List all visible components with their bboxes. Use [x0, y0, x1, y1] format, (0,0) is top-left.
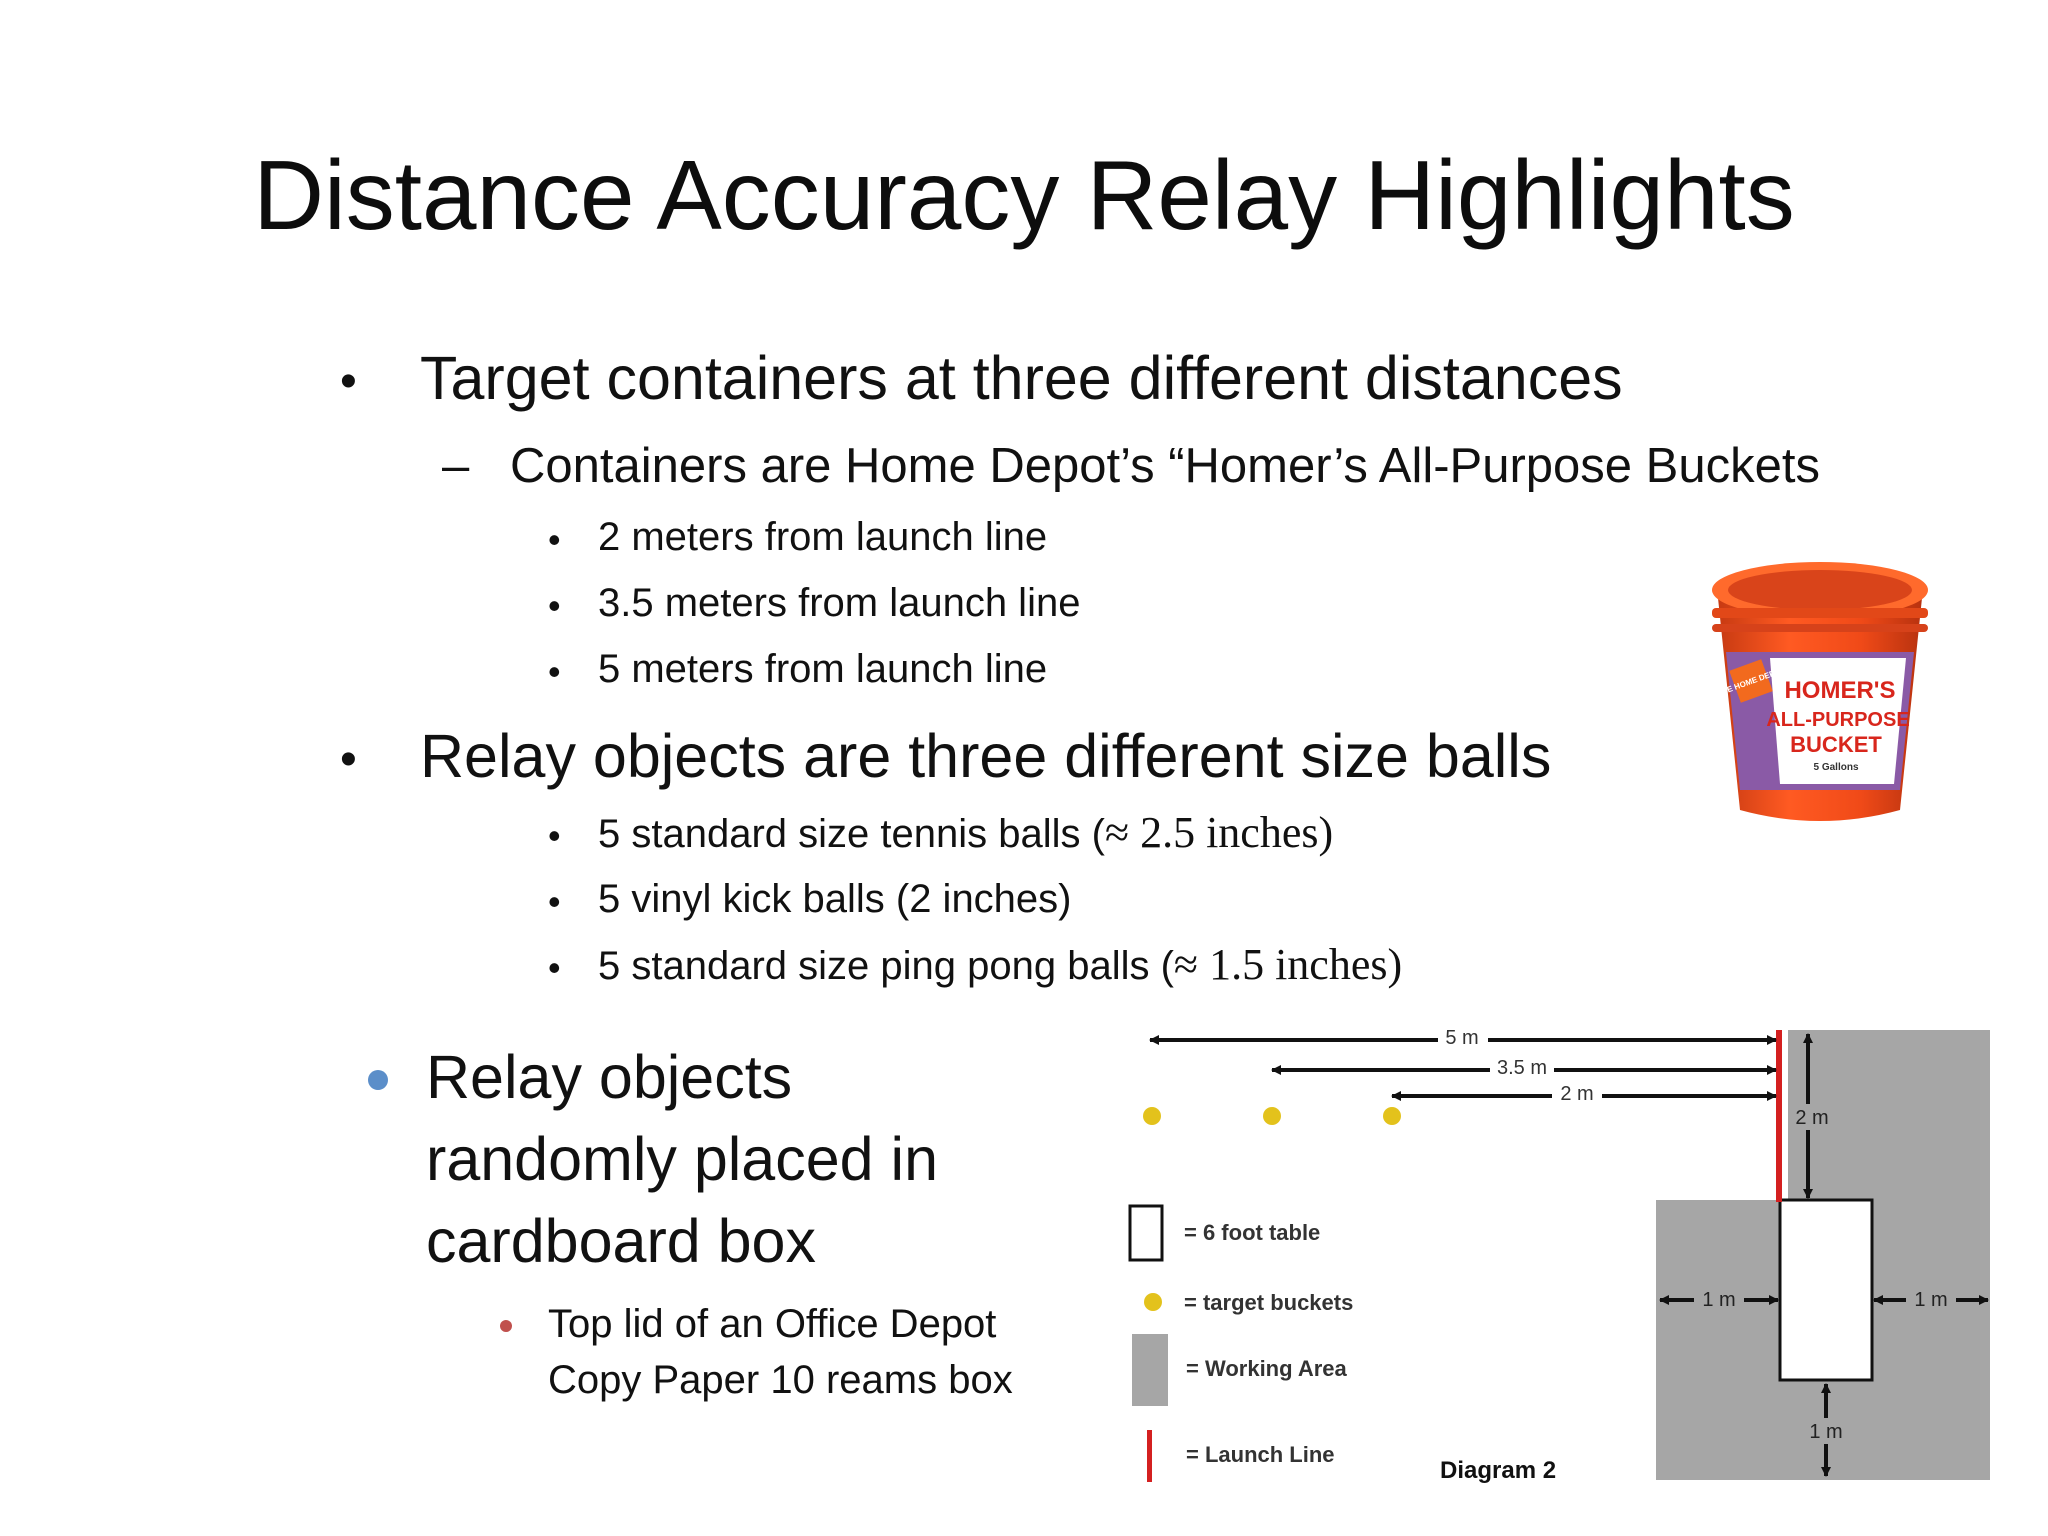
distance-item-5m: 5 meters from launch line — [598, 647, 1048, 691]
label-backdrop — [1490, 1056, 1554, 1082]
vertical-label-2m: 2 m — [1795, 1107, 1828, 1129]
six-foot-table — [1778, 1198, 1874, 1382]
legend-launch-swatch — [1147, 1430, 1152, 1482]
bucket-label-sign — [1770, 658, 1906, 784]
bottom-label-1m: 1 m — [1809, 1421, 1842, 1443]
bucket-image: THE HOME DEPOT HOMER'S ALL-PURPOSE BUCKE… — [1712, 562, 1928, 821]
legend-launch-label: = Launch Line — [1186, 1442, 1335, 1467]
ball-item-approx: ≈ 1.5 inches) — [1173, 940, 1403, 989]
relay-layout-diagram: 5 m 3.5 m 2 m 2 m 1 m 1 m 1 m = 6 foot t… — [1128, 1026, 1990, 1484]
ball-item-text: 5 standard size ping pong balls ( — [598, 944, 1174, 988]
bullet-line: Top lid of an Office Depot — [548, 1302, 997, 1346]
bucket-label-text: BUCKET — [1790, 732, 1882, 757]
launch-line — [1776, 1030, 1782, 1202]
bucket-label-text: ALL-PURPOSE — [1766, 709, 1909, 731]
ball-item-ping-pong: 5 standard size ping pong balls (≈ 1.5 i… — [598, 940, 1402, 991]
bullet-dot — [500, 1320, 512, 1332]
sub-bullet-containers: Containers are Home Depot’s “Homer’s All… — [510, 439, 1820, 493]
bullet-dot: • — [548, 585, 561, 626]
bullet-random-placement: Relay objects randomly placed in cardboa… — [426, 1036, 1066, 1282]
legend-working-label: = Working Area — [1186, 1356, 1348, 1381]
label-backdrop — [1694, 1286, 1744, 1312]
legend-table-label: = 6 foot table — [1184, 1220, 1320, 1245]
legend-table-swatch — [1128, 1204, 1164, 1262]
sub-bullet-box-lid: Top lid of an Office Depot Copy Paper 10… — [548, 1296, 1013, 1408]
ball-item-text: 5 vinyl kick balls (2 inches) — [598, 877, 1072, 921]
side-label-1m-right: 1 m — [1914, 1289, 1947, 1311]
label-backdrop — [1790, 1104, 1830, 1130]
side-label-1m-left: 1 m — [1702, 1289, 1735, 1311]
dash-marker: – — [442, 439, 470, 493]
target-bucket-marker — [1383, 1107, 1401, 1125]
distance-label-2m: 2 m — [1560, 1083, 1593, 1105]
target-bucket-marker — [1143, 1107, 1161, 1125]
home-depot-logo — [1729, 659, 1773, 703]
label-backdrop — [1804, 1418, 1848, 1444]
bullet-target-containers: Target containers at three different dis… — [420, 344, 1623, 412]
label-backdrop — [1552, 1082, 1602, 1108]
bullet-dot: • — [548, 881, 561, 922]
label-backdrop — [1438, 1026, 1488, 1052]
legend-bucket-swatch — [1144, 1293, 1162, 1311]
ball-item-approx: ≈ 2.5 inches) — [1104, 808, 1334, 857]
bullet-line: Copy Paper 10 reams box — [548, 1358, 1013, 1402]
slide-title: Distance Accuracy Relay Highlights — [253, 140, 1795, 250]
bullet-line: Relay objects — [426, 1043, 793, 1111]
bucket-label-text: HOMER'S — [1784, 677, 1895, 704]
bullet-dot: • — [548, 947, 561, 988]
bullet-dot — [368, 1070, 388, 1090]
distance-item-2m: 2 meters from launch line — [598, 515, 1048, 559]
ball-item-tennis: 5 standard size tennis balls (≈ 2.5 inch… — [598, 808, 1333, 859]
bullet-dot: • — [548, 519, 561, 560]
bullet-relay-objects-balls: Relay objects are three different size b… — [420, 722, 1552, 790]
bullet-dot: • — [548, 651, 561, 692]
label-backdrop — [1906, 1286, 1956, 1312]
ball-item-text: 5 standard size tennis balls ( — [598, 812, 1105, 856]
distance-label-5m: 5 m — [1445, 1027, 1478, 1049]
bucket-ridge — [1712, 624, 1928, 632]
bullet-line: randomly placed in — [426, 1125, 939, 1193]
distance-label-3-5m: 3.5 m — [1497, 1057, 1547, 1079]
bucket-inside — [1728, 570, 1912, 610]
legend-working-swatch — [1132, 1334, 1168, 1406]
target-bucket-marker — [1263, 1107, 1281, 1125]
bullet-dot: • — [340, 355, 357, 408]
legend-buckets-label: = target buckets — [1184, 1290, 1353, 1315]
bucket-label-text: 5 Gallons — [1813, 762, 1858, 773]
bucket-ridge — [1712, 608, 1928, 618]
bullet-dot: • — [548, 815, 561, 856]
bullet-line: cardboard box — [426, 1207, 816, 1275]
distance-item-3-5m: 3.5 meters from launch line — [598, 581, 1081, 625]
bullet-dot: • — [340, 733, 357, 786]
ball-item-kick: 5 vinyl kick balls (2 inches) — [598, 874, 1072, 924]
diagram-caption: Diagram 2 — [1440, 1457, 1556, 1484]
